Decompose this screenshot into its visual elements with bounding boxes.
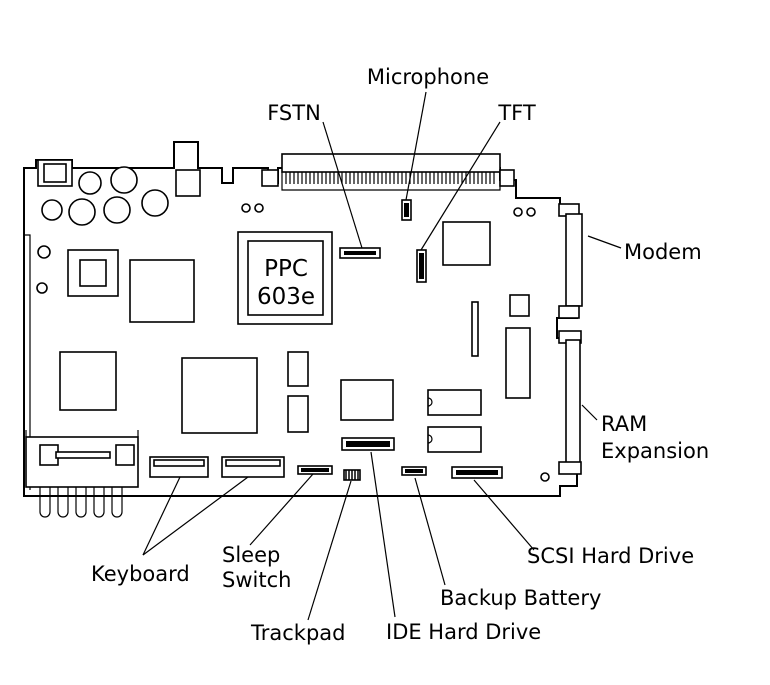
modem-connector xyxy=(558,203,583,319)
label-modem: Modem xyxy=(624,240,702,264)
board-edge-detail xyxy=(23,168,31,490)
ic-chips xyxy=(59,221,531,453)
label-keyboard: Keyboard xyxy=(91,562,190,586)
label-sleep-line2: Switch xyxy=(222,568,291,592)
label-microphone: Microphone xyxy=(367,65,489,89)
cpu-label-line1: PPC xyxy=(264,256,308,282)
label-ram-line1: RAM xyxy=(601,412,647,436)
audio-video-ports xyxy=(36,159,550,482)
connector-pins xyxy=(285,172,495,184)
display-connector xyxy=(261,153,515,191)
label-fstn: FSTN xyxy=(267,101,321,125)
label-trackpad: Trackpad xyxy=(250,621,345,645)
leader-lines xyxy=(142,91,622,621)
power-connector xyxy=(25,430,139,518)
label-scsi: SCSI Hard Drive xyxy=(527,544,694,568)
label-tft: TFT xyxy=(497,101,536,125)
callout-labels: Microphone FSTN TFT Modem RAM Expansion … xyxy=(91,65,709,645)
label-ide: IDE Hard Drive xyxy=(386,620,541,644)
ram-expansion-connector xyxy=(558,330,582,475)
label-backup-battery: Backup Battery xyxy=(440,586,601,610)
label-sleep-line1: Sleep xyxy=(222,543,280,567)
label-ram-line2: Expansion xyxy=(601,439,709,463)
cpu-chip: PPC 603e xyxy=(237,231,333,325)
cpu-label-line2: 603e xyxy=(257,284,315,310)
small-connectors xyxy=(149,199,503,481)
